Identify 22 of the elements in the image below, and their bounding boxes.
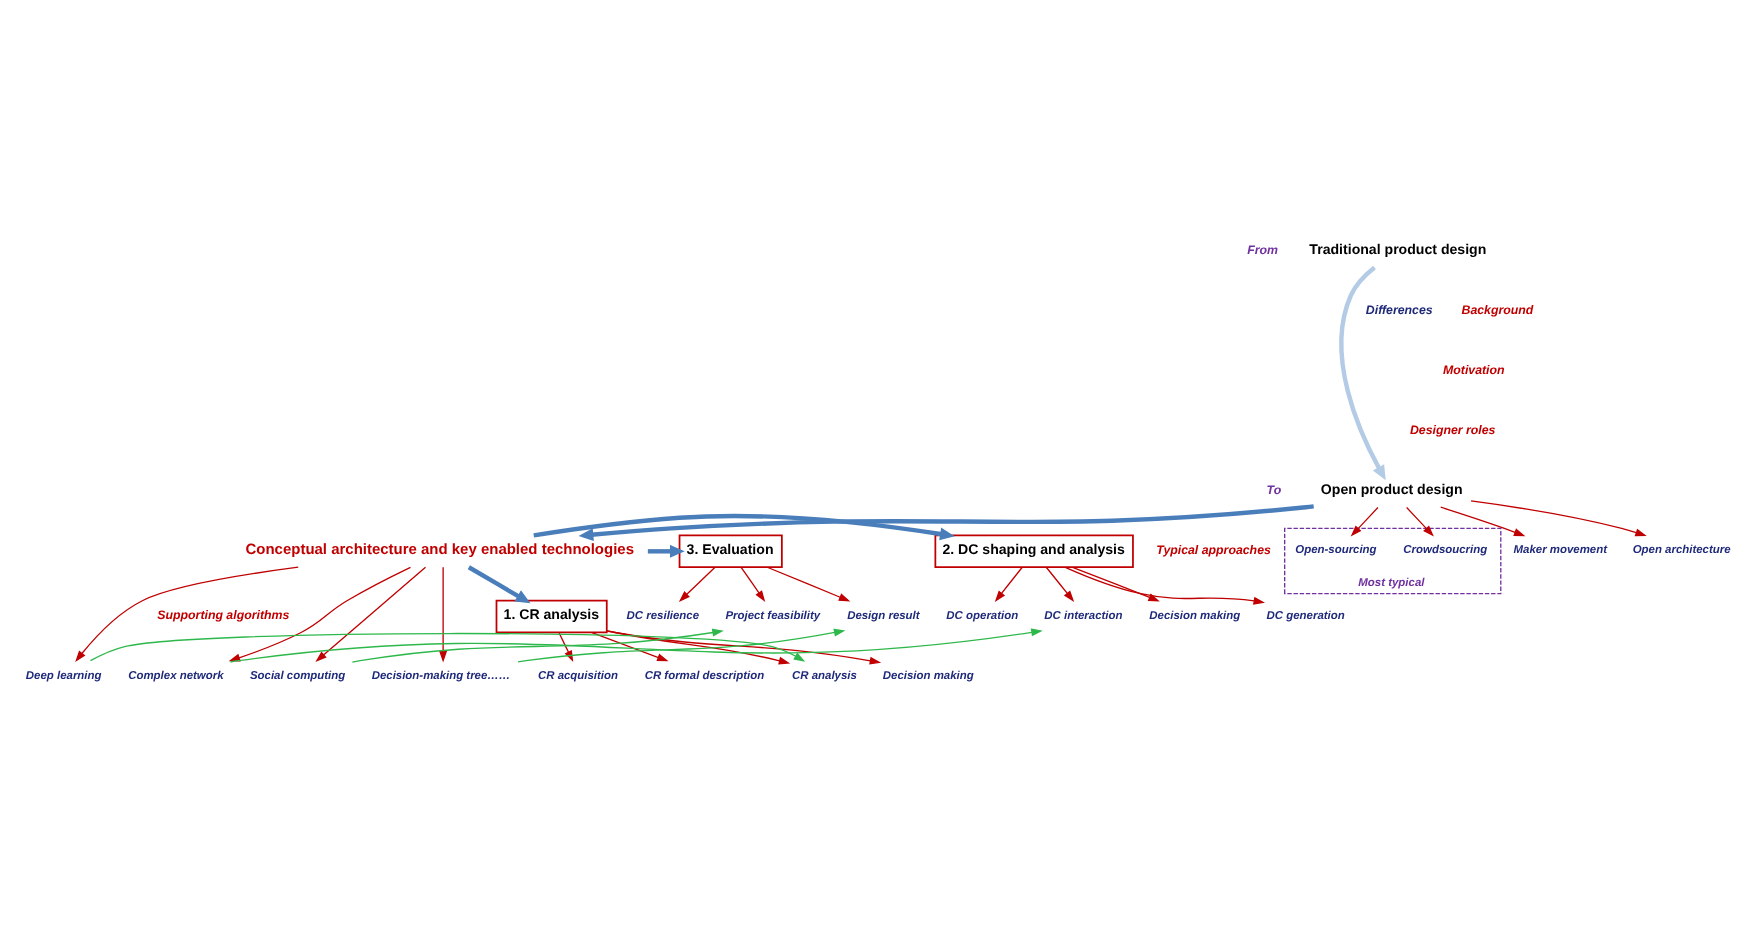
node-text: Conceptual architecture and key enabled technologies [245, 540, 634, 559]
arrow [1350, 506, 1379, 537]
arrow [606, 630, 882, 665]
arrow [766, 566, 851, 602]
arrow [994, 566, 1023, 602]
arrow [678, 566, 716, 602]
arrow [591, 632, 669, 662]
arrow [467, 565, 531, 604]
arrow [1406, 506, 1434, 537]
arrow [606, 630, 791, 665]
arrow [315, 566, 427, 662]
arrow [1064, 566, 1265, 605]
arrow [1071, 566, 1160, 602]
arrow [1440, 506, 1526, 537]
arrow [1470, 500, 1647, 537]
arrow [439, 566, 448, 663]
arrow [533, 513, 955, 541]
arrow [647, 544, 685, 558]
arrow [1339, 265, 1386, 481]
arrow [1045, 566, 1075, 602]
arrow [740, 566, 766, 602]
arrow [578, 504, 1314, 542]
